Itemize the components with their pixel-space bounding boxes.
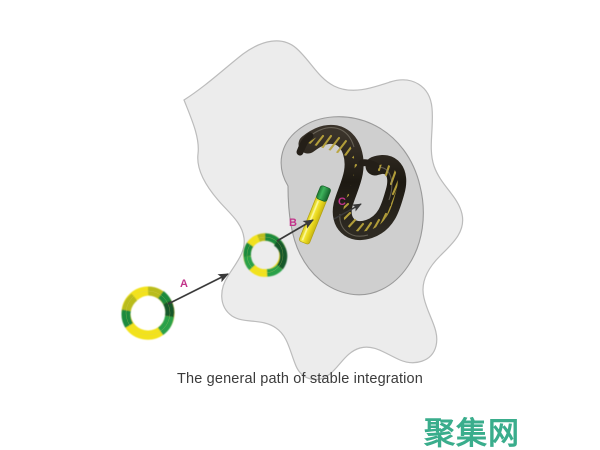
plasmid-intracellular bbox=[243, 233, 288, 277]
label-b: B bbox=[289, 217, 297, 229]
figure-caption: The general path of stable integration bbox=[177, 371, 423, 387]
arrow-a bbox=[167, 273, 229, 305]
label-a: A bbox=[180, 278, 188, 290]
label-c: C bbox=[338, 196, 346, 208]
linearized-dna bbox=[298, 185, 331, 245]
plasmid-extracellular bbox=[121, 286, 175, 340]
arrow-c bbox=[333, 203, 362, 220]
arrow-b bbox=[276, 219, 314, 242]
site-watermark: 聚集网 bbox=[424, 416, 520, 450]
